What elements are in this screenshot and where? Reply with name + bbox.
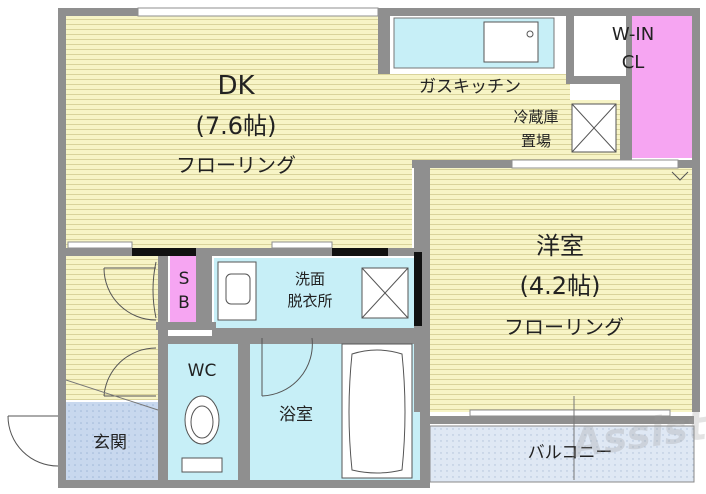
walls (58, 7, 700, 488)
wall-dark-wash-right (414, 252, 422, 326)
hall-floor (66, 256, 160, 400)
washroom-label-2: 脱衣所 (287, 292, 332, 310)
bathtub-inner (348, 349, 406, 474)
closet-label-1: W-IN (612, 24, 654, 45)
sink-icon (483, 21, 539, 63)
wall-closet-left (566, 16, 574, 76)
fridge-space-cross-2 (571, 103, 617, 153)
storage-label-2: B (178, 293, 190, 313)
wall-wc-bath-top (166, 336, 420, 344)
storage-floor (170, 256, 196, 322)
balcony-floor (429, 425, 695, 483)
wall-hall-right (158, 256, 168, 480)
closet-label-2: CL (622, 52, 645, 73)
faucet-icon (526, 30, 534, 38)
washbasin-bowl (225, 273, 251, 305)
wall-closet-lower (566, 76, 620, 84)
wall-western-top-right (678, 160, 694, 168)
toilet-tank-icon (181, 457, 223, 473)
door-storage-swing (152, 261, 157, 319)
entrance-floor (66, 402, 158, 480)
western-floor (430, 164, 692, 412)
fridge-label-1: 冷蔵庫 (513, 108, 558, 126)
labels: DK (7.6帖) フローリング ガスキッチン 冷蔵庫 置場 W-IN CL 洋… (93, 24, 706, 468)
wall-wc-right (238, 336, 250, 484)
door-hall-swing (103, 267, 157, 321)
kitchen-label: ガスキッチン (419, 77, 521, 97)
wall-wash-bottom (212, 328, 418, 336)
wall-storage-right (196, 256, 212, 328)
wall-left (58, 8, 66, 398)
wall-top-left (60, 8, 138, 16)
wall-top-right (388, 8, 698, 16)
wall-closet-right (626, 16, 632, 158)
dk-floor (66, 16, 390, 248)
wall-bath-right (420, 336, 430, 484)
door-wc-swing (103, 347, 157, 397)
wall-dk-bottom (66, 248, 416, 256)
storage-label-1: S (179, 269, 190, 289)
wall-kitchen-back (378, 8, 390, 74)
dk-size: (7.6帖) (196, 112, 277, 140)
closet-floor (632, 16, 692, 158)
dk-kitchen-floor (390, 74, 620, 248)
wall-dk-bottom-dark-b (332, 248, 388, 256)
wall-western-bottom (430, 416, 694, 424)
wall-dk-bottom-dark-a (132, 248, 196, 256)
window-top-dk (137, 7, 379, 17)
washing-machine-cross-2 (361, 267, 409, 319)
bath-label: 浴室 (279, 405, 313, 425)
dk-floor-type: フローリング (176, 153, 296, 177)
fridge-label-2: 置場 (521, 132, 551, 150)
wall-western-top-left (412, 160, 512, 168)
western-floor-type: フローリング (504, 315, 624, 339)
wall-bottom (58, 480, 430, 488)
wall-entrance-left (58, 398, 66, 488)
toilet-label: WC (188, 361, 217, 381)
entrance-step (65, 379, 159, 411)
fixtures (7, 21, 689, 480)
window-dk-bottom-b (271, 241, 333, 249)
balcony-label: バルコニー (528, 443, 613, 463)
wall-right (692, 8, 700, 412)
western-name: 洋室 (536, 232, 584, 260)
door-closet-swing (671, 171, 689, 181)
door-bath-swing (261, 337, 313, 397)
entrance-label: 玄関 (93, 433, 127, 453)
dk-name: DK (217, 71, 255, 101)
window-western-top (511, 159, 679, 169)
western-size: (4.2帖) (520, 272, 601, 300)
wall-storage-bottom (156, 322, 216, 330)
window-dk-bottom-a (67, 241, 133, 249)
door-entrance-swing (7, 415, 59, 467)
toilet-seat-icon (190, 405, 214, 439)
washroom-label-1: 洗面 (295, 270, 325, 288)
